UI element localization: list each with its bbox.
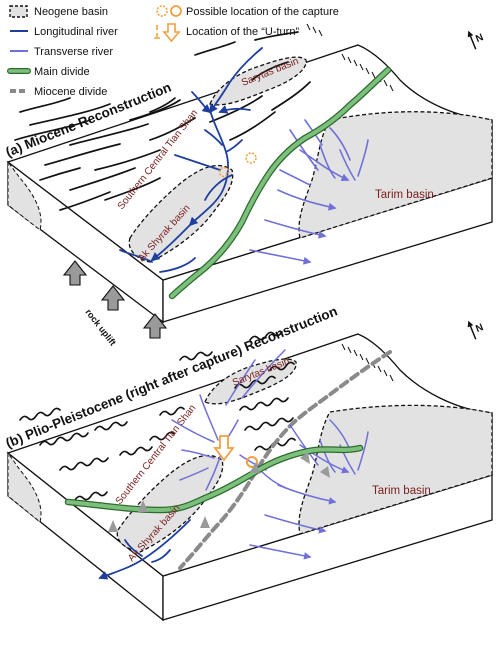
panel-b-basin-sarytas: [204, 358, 297, 405]
panel-b-basin-west: [7, 451, 42, 523]
panel-b-north-label: N: [474, 322, 485, 335]
legend-uturn-label: Location of the “U-turn”: [186, 26, 299, 38]
panel-a-capture-icon-2: [218, 166, 230, 178]
legend: Neogene basin Longitudinal river Transve…: [7, 5, 339, 98]
legend-uturn-icon: [154, 25, 160, 39]
panel-b-gray-arrows: [108, 452, 330, 532]
uplift-arrow-3: [142, 313, 168, 339]
panel-b-longitudinal-rivers: [98, 519, 191, 580]
panel-b-block: (b) Plio-Pleistocene (right after captur…: [4, 303, 493, 622]
legend-longitudinal-label: Longitudinal river: [34, 26, 118, 38]
panel-a-ridges: [14, 31, 311, 211]
panel-b-basin-akshyrak: [116, 455, 224, 553]
panel-b-uturn-arrow-icon: [213, 435, 235, 462]
legend-neogene-label: Neogene basin: [34, 6, 108, 18]
panel-a-longitudinal-rivers: [119, 47, 263, 273]
panel-b-transverse-rivers: [171, 349, 369, 560]
legend-neogene-swatch: [9, 5, 28, 18]
legend-uturn-arrow-icon: [162, 23, 181, 43]
panel-a-capture-icon: [245, 152, 257, 164]
panel-b-miocene-divide: [178, 350, 392, 570]
panel-b-north-arrow: N: [467, 320, 485, 340]
panel-b-capture-icon: [246, 456, 258, 468]
panel-a-north-arrow: N: [467, 30, 485, 50]
legend-transverse-label: Transverse river: [34, 46, 113, 58]
uplift-arrow-1: [62, 260, 88, 286]
panel-a-north-label: N: [474, 32, 485, 45]
uplift-arrow-2: [100, 285, 126, 311]
panel-a-rock-uplift-label: rock uplift: [83, 307, 118, 347]
panel-a-label-tarim: Tarim basin: [375, 189, 434, 201]
legend-capture-icon-2: [170, 5, 182, 17]
panel-a-basin-tarim: [298, 111, 493, 239]
legend-capture-label: Possible location of the capture: [186, 6, 339, 18]
panel-a-uplift-arrows: [62, 260, 168, 339]
panel-a-main-divide: [170, 68, 390, 298]
panel-a-basin-akshyrak: [128, 165, 234, 263]
panel-a-basin-west: [7, 160, 42, 231]
panel-b-label-tarim: Tarim basin: [372, 485, 431, 497]
legend-main-divide-label: Main divide: [34, 66, 90, 78]
panel-a-basin-sarytas: [209, 56, 307, 106]
legend-miocene-divide-label: Miocene divide: [34, 86, 107, 98]
legend-capture-icon: [156, 5, 168, 17]
panel-b-ridges: [19, 331, 296, 501]
